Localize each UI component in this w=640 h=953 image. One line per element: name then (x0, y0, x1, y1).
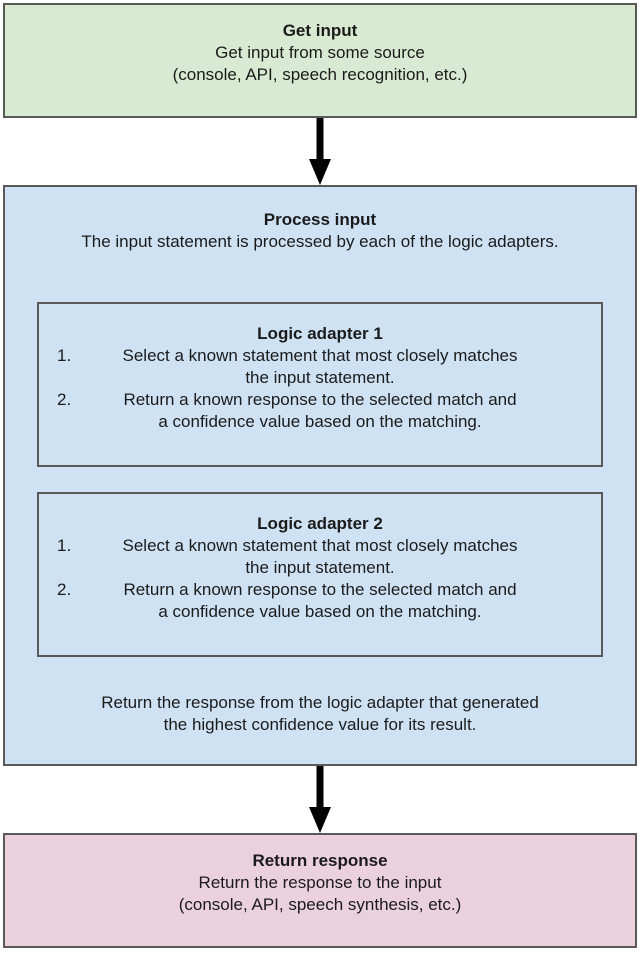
process-input-box: Process input The input statement is pro… (3, 185, 637, 766)
logic-adapter-1-title: Logic adapter 1 (257, 324, 383, 343)
process-input-subtitle: The input statement is processed by each… (81, 232, 559, 251)
logic-adapter-step: 2. Return a known response to the select… (39, 579, 601, 623)
get-input-box: Get input Get input from some source (co… (3, 3, 637, 118)
step-text-line: the input statement. (245, 368, 395, 387)
return-response-title: Return response (252, 851, 388, 870)
step-text-line: a confidence value based on the matching… (158, 602, 482, 621)
step-text-line: Return a known response to the selected … (123, 580, 517, 599)
logic-adapter-step: 2. Return a known response to the select… (39, 389, 601, 433)
logic-adapter-2-title: Logic adapter 2 (257, 514, 383, 533)
process-result-note: Return the response from the logic adapt… (5, 692, 635, 736)
logic-adapter-step: 1. Select a known statement that most cl… (39, 345, 601, 389)
process-input-title: Process input (263, 210, 377, 229)
step-text-line: Select a known statement that most close… (122, 346, 518, 365)
get-input-line: (console, API, speech recognition, etc.) (172, 65, 468, 84)
return-response-box: Return response Return the response to t… (3, 833, 637, 948)
step-text-line: Select a known statement that most close… (122, 536, 518, 555)
get-input-line: Get input from some source (215, 43, 425, 62)
return-response-line: Return the response to the input (198, 873, 442, 892)
down-arrow-icon (309, 766, 331, 833)
step-text-line: the input statement. (245, 558, 395, 577)
step-number: 2. (57, 580, 72, 599)
step-text-line: Return a known response to the selected … (123, 390, 517, 409)
return-response-line: (console, API, speech synthesis, etc.) (178, 895, 462, 914)
step-text-line: a confidence value based on the matching… (158, 412, 482, 431)
process-result-line: the highest confidence value for its res… (163, 715, 477, 734)
process-result-line: Return the response from the logic adapt… (101, 693, 539, 712)
get-input-title: Get input (282, 21, 358, 40)
step-number: 2. (57, 390, 72, 409)
logic-adapter-step: 1. Select a known statement that most cl… (39, 535, 601, 579)
step-number: 1. (57, 346, 72, 365)
down-arrow-icon (309, 118, 331, 185)
logic-adapter-1-box: Logic adapter 1 1. Select a known statem… (37, 302, 603, 467)
step-number: 1. (57, 536, 72, 555)
logic-adapter-2-box: Logic adapter 2 1. Select a known statem… (37, 492, 603, 657)
